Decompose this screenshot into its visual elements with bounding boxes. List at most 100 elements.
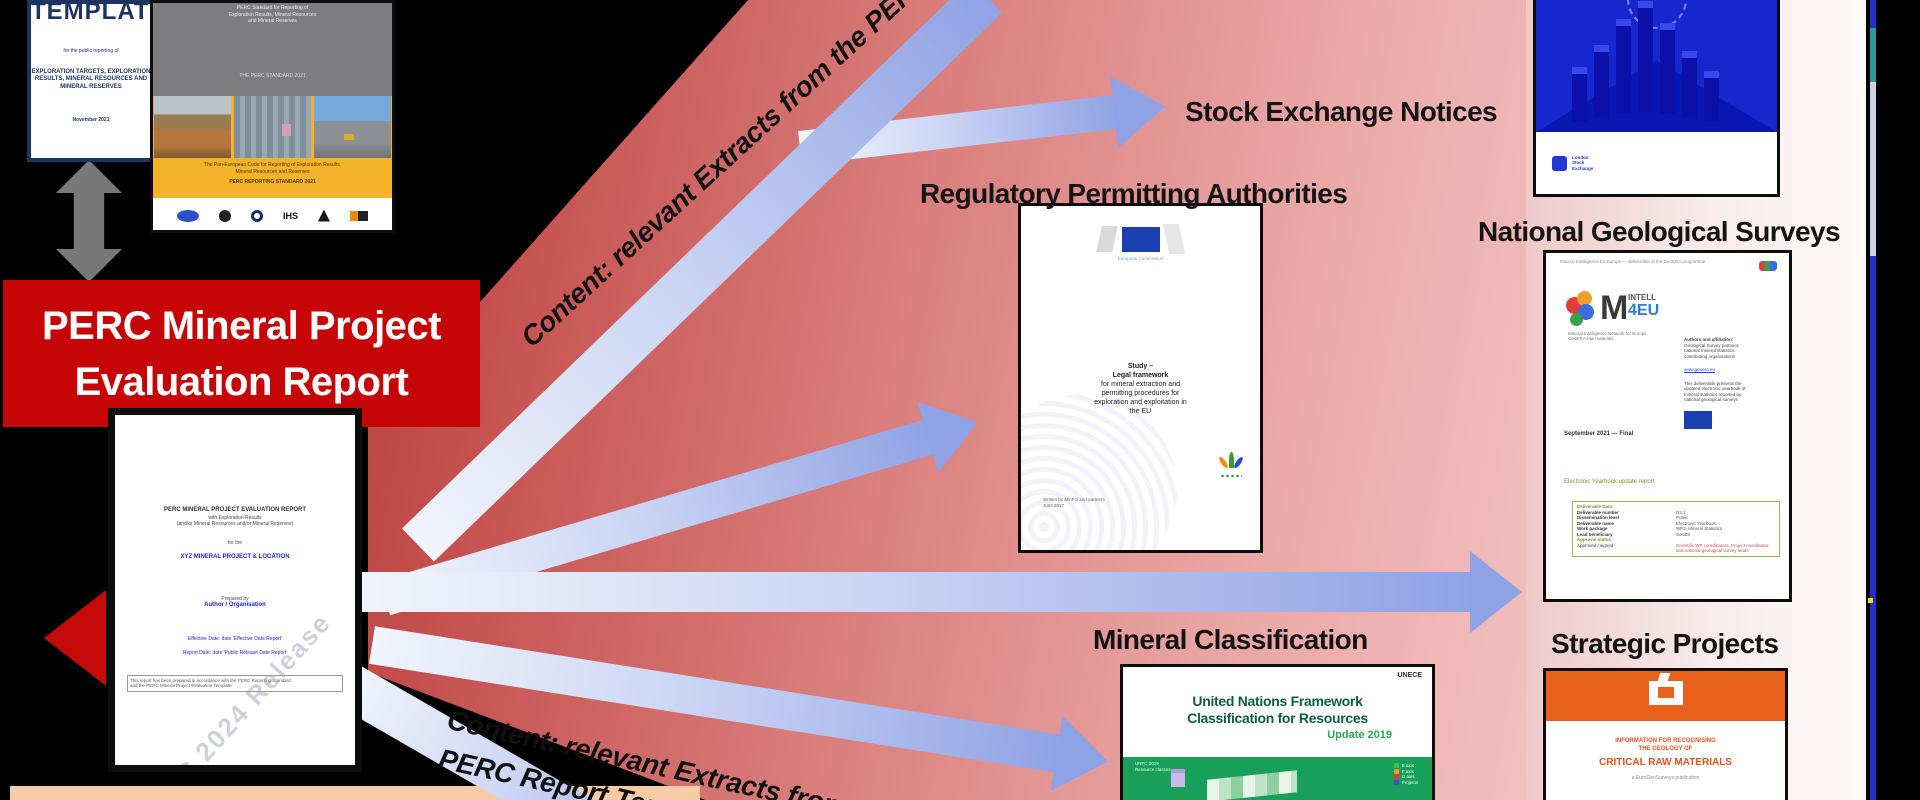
ngs-sub1: Mineral Intelligence Network for Europe	[1568, 330, 1647, 336]
logo-4eu: 4EU	[1628, 301, 1660, 319]
ngs-left-bold: September 2021 — Final	[1564, 431, 1634, 437]
cube-purple-icon	[1171, 769, 1185, 787]
study-title1: Study –	[1127, 362, 1154, 370]
photo-person	[282, 124, 291, 136]
report-prepared: Prepared by	[221, 595, 249, 602]
ngs-right3: national mineral statistics,	[1684, 348, 1736, 353]
logo-intell: INTELL	[1628, 292, 1656, 302]
unfc-blocks-illustration	[1207, 770, 1297, 800]
doc-geological-survey: Mineral Intelligence for Europe — delive…	[1543, 250, 1792, 602]
stock-bar	[1682, 51, 1697, 118]
heading-mineral-classification: Mineral Classification	[1093, 624, 1368, 655]
legend-dot-red	[1393, 774, 1399, 780]
report-sub2: (and/or Mineral Resources and/or Mineral…	[176, 521, 294, 527]
standard-edition: THE PERC STANDARD 2021	[239, 72, 306, 79]
title-line1: PERC Mineral Project	[41, 304, 442, 348]
ngs-table-title: Deliverable Data	[1577, 504, 1613, 509]
report-project: XYZ MINERAL PROJECT & LOCATION	[180, 554, 290, 560]
ngs-row-value: D3.1	[1676, 509, 1686, 515]
study-title2: Legal framework	[1112, 371, 1169, 379]
eu-logo-caption: European Commission	[1117, 256, 1164, 261]
ngs-left-green: Electronic Yearbook update report	[1564, 479, 1655, 485]
study-title4: permitting procedures for	[1101, 389, 1180, 397]
blob-green	[1570, 312, 1583, 326]
logo-circle-icon	[218, 209, 231, 222]
heading-stock-exchange: Stock Exchange Notices	[1185, 96, 1498, 127]
report-disclaimer-box: This report has been prepared in accorda…	[127, 674, 343, 692]
strategic-line1: INFORMATION FOR RECOGNISING	[1615, 738, 1716, 744]
template-line2: RESULTS, MINERAL RESOURCES AND	[34, 76, 148, 82]
stock-bar	[1704, 71, 1719, 122]
ngs-row-value: Electronic Yearbook	[1676, 520, 1716, 526]
doc-regulatory-study: European Commission Study – Legal framew…	[1018, 203, 1263, 553]
leaf-orange	[1217, 455, 1230, 470]
stock-bar	[1572, 67, 1587, 122]
standard-gray-header: PERC Standard for Reporting of Explorati…	[153, 3, 392, 96]
ngs-right5: This deliverable presents the	[1684, 380, 1742, 386]
ngs-right8: national geological surveys	[1684, 397, 1739, 402]
report-sub1: with Exploration Results	[208, 514, 262, 521]
title-line2: Evaluation Report	[74, 360, 409, 404]
template-line1: EXPLORATION TARGETS, EXPLORATION	[31, 68, 151, 75]
standard-photo-strip	[153, 96, 392, 158]
unfc-title2: Classification for Resources	[1187, 710, 1368, 726]
legend-label: E axis	[1401, 763, 1414, 768]
heading-strategic-projects: Strategic Projects	[1551, 628, 1779, 659]
ngs-row-value: Public	[1676, 515, 1689, 520]
ngs-row-label: Work package	[1577, 526, 1608, 531]
report-author: Author / Organisation	[204, 602, 266, 608]
ngs-row-label: Dissemination level	[1577, 515, 1620, 520]
blob-orange	[1577, 290, 1592, 306]
unfc-green-band: UNFC 2019 Resource classes E axis F axis…	[1123, 757, 1432, 800]
standard-band2: Mineral Resources and Reserves	[235, 168, 310, 175]
doc-perc-standard: PERC Standard for Reporting of Explorati…	[150, 0, 395, 233]
doc-strategic-projects: INFORMATION FOR RECOGNISING THE GEOLOGY …	[1543, 668, 1788, 800]
study-title3: for mineral extraction and	[1101, 380, 1180, 388]
strategic-orange-band	[1546, 671, 1785, 721]
legend-dot-blue	[1393, 779, 1399, 785]
standard-header2: Exploration Results, Mineral Resources	[228, 11, 317, 18]
study-footer1: Written by MinPol and partners	[1043, 497, 1105, 502]
stock-logo-line1: London	[1572, 154, 1589, 160]
stock-bar	[1594, 45, 1609, 118]
strip-teal-line	[1870, 28, 1876, 82]
legend-dot-orange	[1393, 768, 1399, 774]
standard-header3: and Mineral Reserves	[248, 18, 297, 24]
ngs-row-value: WP3, Mineral Statistics	[1676, 526, 1723, 531]
ngs-right2: Geological Survey partners,	[1684, 342, 1740, 348]
photo-quarry	[314, 96, 391, 158]
red-left-arrow-icon	[44, 590, 106, 686]
legend-label: Projects	[1401, 779, 1418, 785]
photo-excavator	[344, 134, 354, 140]
arrow-shaft	[356, 572, 1476, 612]
ngs-row-label: Deliverable number	[1577, 509, 1619, 515]
cover-arcs-decoration	[1021, 394, 1177, 550]
ngs-link: www.geoera.eu	[1684, 367, 1716, 372]
doc-stock-exchange: London Stock Exchange	[1533, 0, 1780, 197]
ngs-sub2: GeoERA raw materials	[1568, 336, 1614, 341]
eu-flag-small-icon	[1684, 410, 1712, 429]
standard-header1: PERC Standard for Reporting of	[236, 5, 309, 11]
standard-band1: The Pan-European Code for Reporting of E…	[203, 162, 342, 168]
standard-yellow-band: The Pan-European Code for Reporting of E…	[153, 158, 392, 198]
logo-oval-icon	[176, 209, 199, 222]
ngs-table-sub: Approval status	[1577, 537, 1612, 542]
template-subtitle: for the public reporting of	[63, 48, 119, 54]
minpol-logo-icon	[1217, 452, 1245, 478]
legend-label: F axis	[1401, 768, 1414, 774]
legend-dot-green	[1393, 763, 1399, 769]
doc-unfc: UNECE United Nations Framework Classific…	[1120, 664, 1435, 800]
ngs-foot-value: Scientific WP coordinators, Project coor…	[1676, 542, 1769, 554]
strip-blue-line	[1870, 0, 1876, 800]
logo-ihs-text: IHS	[282, 210, 298, 221]
geoera-logo-icon	[1759, 261, 1777, 271]
strategic-line4: a EuroGeoSurveys publication	[1631, 775, 1700, 781]
ngs-row-value: GeoZS	[1676, 531, 1691, 537]
standard-logo-row: IHS	[153, 198, 392, 230]
legend-label: G axis	[1401, 774, 1415, 779]
double-arrow-icon	[56, 160, 122, 282]
stock-footer: London Stock Exchange	[1536, 132, 1777, 194]
stock-blue-cover	[1536, 0, 1777, 132]
stock-logo-icon	[1552, 155, 1567, 171]
